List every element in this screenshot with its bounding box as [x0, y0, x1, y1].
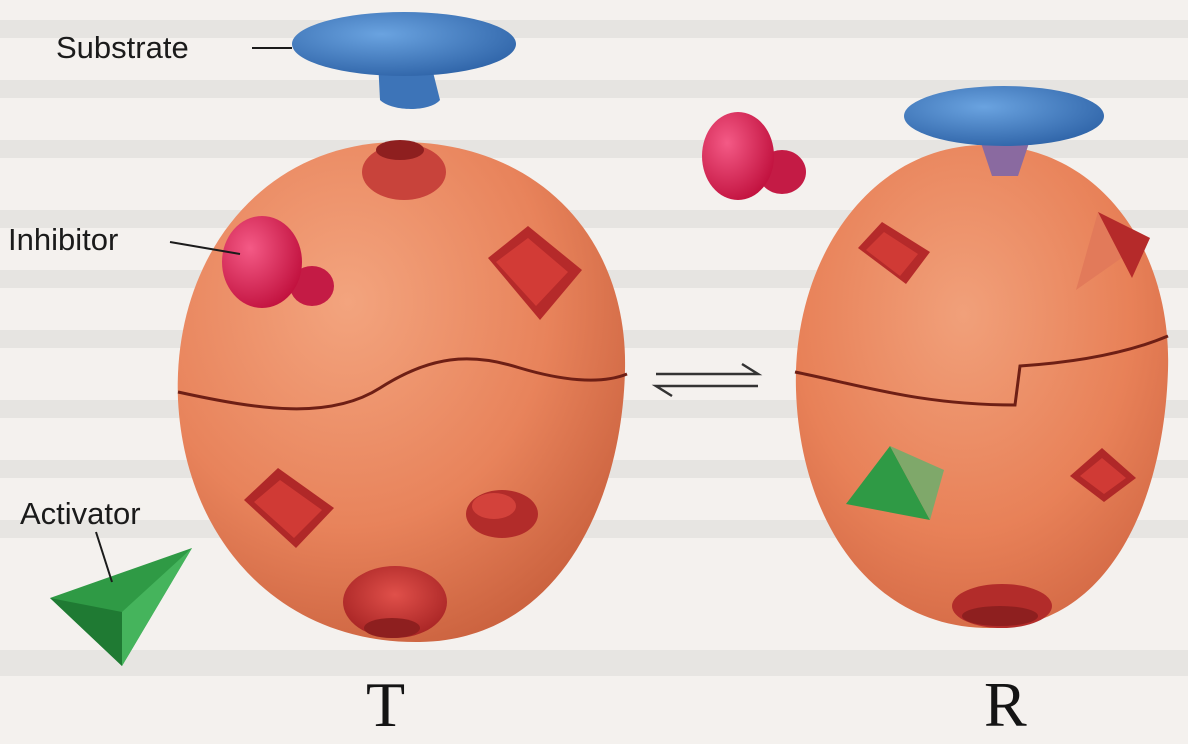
activator-label: Activator: [20, 496, 141, 532]
r-state-body: [796, 145, 1168, 628]
r-state-site-bottom: [952, 584, 1052, 628]
r-state-subunit: [795, 145, 1168, 628]
substrate-label: Substrate: [56, 30, 189, 66]
t-state-site-lower-right: [466, 490, 538, 538]
t-state-site-bottom: [343, 566, 447, 638]
activator-molecule: [50, 548, 192, 666]
r-state-label: R: [984, 668, 1027, 742]
t-state-label: T: [366, 668, 405, 742]
equilibrium-arrows: [656, 364, 758, 396]
activator-label-leader: [96, 532, 112, 582]
t-state-subunit: [178, 140, 627, 642]
inhibitor-molecule: [702, 112, 806, 200]
inhibitor-label: Inhibitor: [8, 222, 118, 258]
